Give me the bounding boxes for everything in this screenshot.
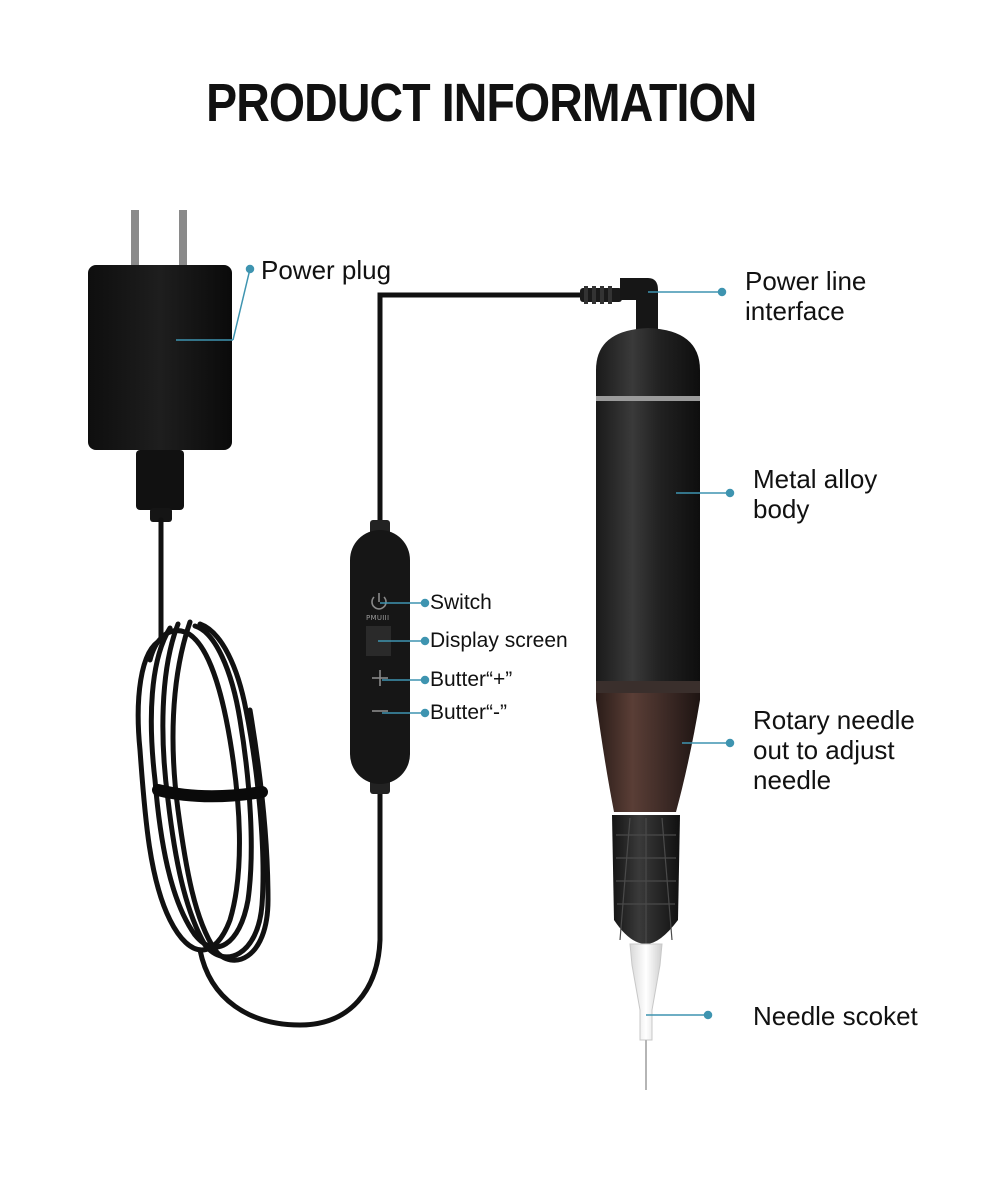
power-cable [135, 292, 583, 1028]
callout-lines [176, 264, 735, 1020]
label-display-screen: Display screen [430, 629, 568, 652]
power-icon[interactable] [371, 593, 387, 610]
tattoo-pen [596, 328, 700, 1090]
controller-body [350, 530, 410, 784]
label-switch: Switch [430, 591, 492, 614]
device-brand-text: PMUIII [366, 614, 390, 622]
plus-icon[interactable] [372, 670, 388, 686]
page-title: PRODUCT INFORMATION [206, 73, 757, 133]
label-metal-alloy-body-line1: Metal alloy [753, 464, 878, 494]
adapter-prong-right [179, 210, 187, 268]
label-rotary-needle-line2: out to adjust [753, 735, 895, 765]
needle-cartridge [629, 943, 663, 1041]
label-metal-alloy-body-line2: body [753, 494, 810, 524]
pen-top-body [596, 328, 700, 396]
pen-rotary-section [596, 681, 700, 812]
label-power-plug: Power plug [261, 255, 392, 285]
adapter-body [88, 265, 232, 450]
adapter-prong-left [131, 210, 139, 268]
power-adapter [88, 210, 232, 522]
pen-main-body [596, 401, 700, 681]
label-power-line-interface-line1: Power line [745, 266, 867, 296]
label-power-line-interface-line2: interface [745, 296, 845, 326]
pen-connector [580, 278, 658, 330]
label-rotary-needle-line3: needle [753, 765, 832, 795]
label-needle-socket: Needle scoket [753, 1001, 918, 1031]
inline-controller [350, 520, 410, 794]
label-button-minus: Butter“-” [430, 701, 508, 724]
label-rotary-needle-line1: Rotary needle [753, 705, 915, 735]
label-button-plus: Butter“+” [430, 668, 513, 691]
adapter-usb-connector [136, 450, 184, 510]
